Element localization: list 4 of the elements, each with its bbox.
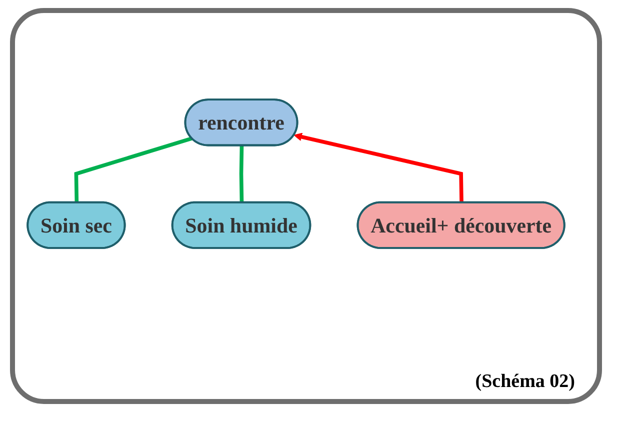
connector	[74, 136, 192, 204]
caption: (Schéma 02)	[475, 371, 575, 393]
arrow	[294, 133, 464, 204]
connector	[239, 146, 244, 204]
